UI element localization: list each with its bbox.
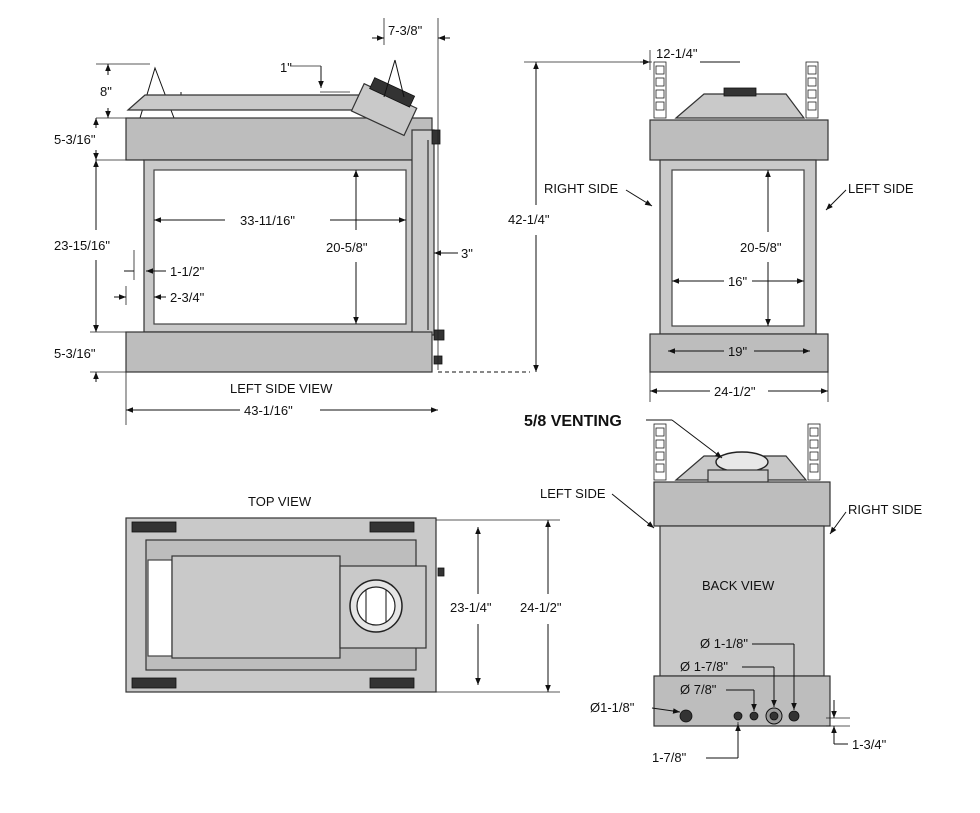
back-bracket-ladder-right [807,423,821,481]
back-top-band [653,481,831,527]
label-right-side-front: RIGHT SIDE [544,181,618,196]
top-grille-right-upper [369,521,415,533]
front-dimensions: 12-1/4" 42-1/4" RIGHT SIDE LEFT SIDE 20-… [508,46,914,402]
dim-phi-7-8: Ø 7/8" [680,682,717,697]
back-view: BACK VIEW [653,423,831,727]
dim-5-3-16-top: 5-3/16" [54,132,96,147]
front-hood [674,93,806,119]
front-view [649,61,829,373]
label-left-side-front: LEFT SIDE [848,181,914,196]
left-side-view-label: LEFT SIDE VIEW [230,381,333,396]
side-panel [411,129,435,336]
label-venting: 5/8 VENTING [524,413,622,430]
dim-20-5-8-side: 20-5/8" [326,240,368,255]
dim-42-1-4: 42-1/4" [508,212,550,227]
dim-2-3-4: 2-3/4" [170,290,205,305]
top-view-label: TOP VIEW [248,494,312,509]
front-top-band [649,119,829,161]
back-bracket-ladder-left [653,423,667,481]
bracket-ladder-right [805,61,819,119]
hole-7-8-a [733,711,743,721]
dim-16: 16" [728,274,747,289]
dim-1: 1" [280,60,292,75]
hole-1-1-8-right [788,710,800,722]
label-right-side-back: RIGHT SIDE [848,502,922,517]
dim-24-1-2-top: 24-1/2" [520,600,562,615]
dim-23-15-16: 23-15/16" [54,238,110,253]
back-vent-collar [715,451,769,473]
dim-1-7-8: 1-7/8" [652,750,687,765]
dim-8: 8" [100,84,112,99]
left-side-view [125,59,445,373]
dim-43-1-16: 43-1/16" [244,403,293,418]
top-grille-left-lower [131,677,177,689]
dim-5-3-16-bot: 5-3/16" [54,346,96,361]
back-body [659,525,825,677]
top-grille-right-lower [369,677,415,689]
dim-33-11-16: 33-11/16" [240,213,295,228]
dim-phi-1-1-8-b: Ø1-1/8" [590,700,635,715]
bracket-ladder-left [653,61,667,119]
top-dimensions: 23-1/4" 24-1/2" [436,519,562,693]
dim-24-1-2-front: 24-1/2" [714,384,756,399]
front-bottom-band [649,333,829,373]
dim-23-1-4: 23-1/4" [450,600,492,615]
dim-phi-1-1-8-a: Ø 1-1/8" [700,636,748,651]
left-side-dimensions: 7-3/8" 1" 8" 5-3/16" 23-15/16" 33-11/16"… [54,18,530,425]
glass-opening [153,169,407,325]
back-dimensions: 5/8 VENTING LEFT SIDE RIGHT SIDE Ø 1-1/8… [524,413,922,765]
dim-19: 19" [728,344,747,359]
top-view: TOP VIEW [125,494,445,693]
hole-7-8-b [749,711,759,721]
top-grille-left-upper [131,521,177,533]
back-view-label: BACK VIEW [702,578,775,593]
dim-1-1-2: 1-1/2" [170,264,205,279]
front-glass [671,169,805,327]
hole-1-1-8-left [679,709,693,723]
dim-3: 3" [461,246,473,261]
dim-phi-1-7-8: Ø 1-7/8" [680,659,728,674]
dim-1-3-4: 1-3/4" [852,737,887,752]
dim-12-1-4: 12-1/4" [656,46,698,61]
top-hood [126,94,382,111]
bottom-band [125,331,433,373]
label-left-side-back: LEFT SIDE [540,486,606,501]
vent-collar [350,77,418,137]
dim-7-3-8: 7-3/8" [388,23,423,38]
dim-20-5-8-front: 20-5/8" [740,240,782,255]
